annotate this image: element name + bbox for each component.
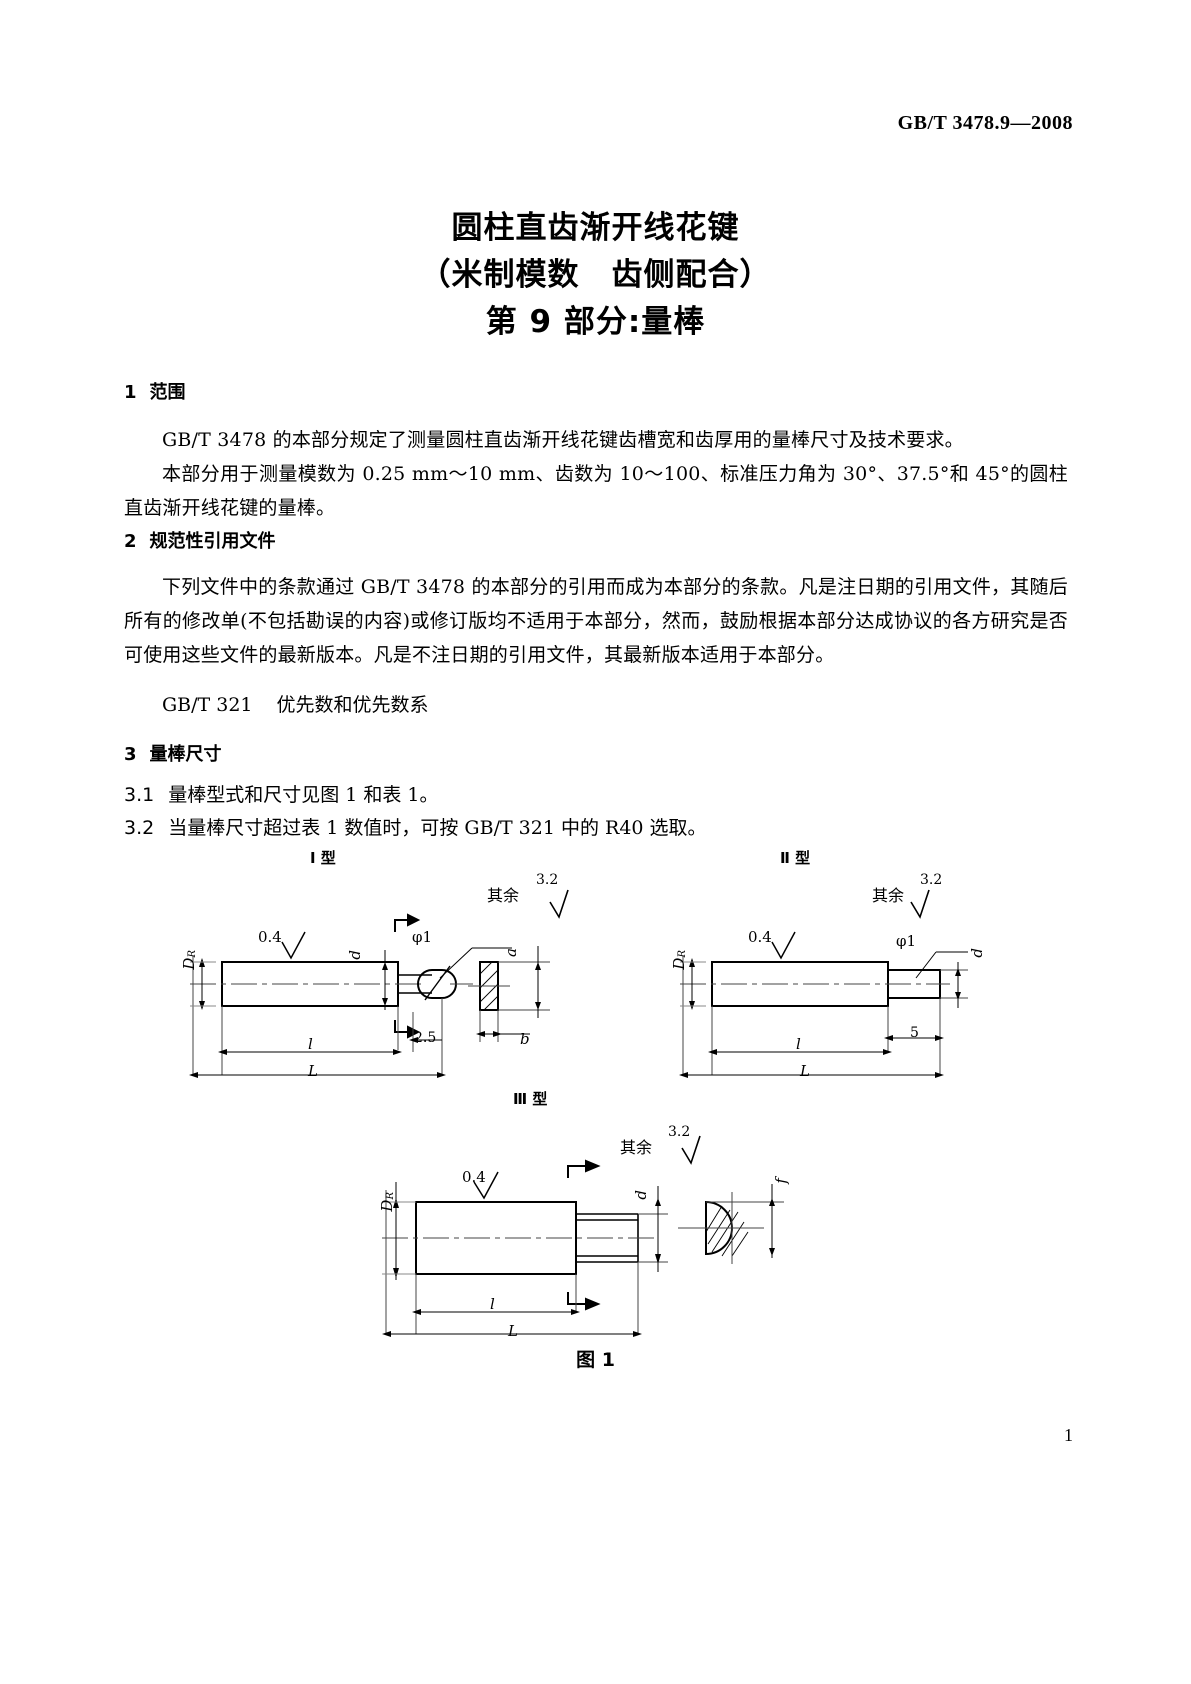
dim-label-DR-3: DR: [378, 1192, 396, 1212]
type-1-title: Ⅰ 型: [310, 849, 336, 867]
roughness-symbol-overall-3: [681, 1135, 701, 1165]
clause-3-number: 3: [124, 744, 137, 765]
dim-label-a-1: a: [502, 948, 520, 957]
sub-clause-3-1-text: 量棒型式和尺寸见图 1 和表 1。: [168, 784, 439, 806]
section-arrow-3-bottom: [567, 1292, 601, 1311]
dim-label-L-2: L: [800, 1062, 810, 1080]
dim-label-L-3: L: [508, 1322, 518, 1340]
dim-5-2: [884, 1035, 944, 1041]
section-arrow-1: [394, 913, 421, 932]
dim-label-b-1: b: [520, 1030, 530, 1048]
page-number: 1: [1064, 1425, 1073, 1445]
dim-d-3: [655, 1186, 661, 1272]
roughness-symbol-3: [473, 1171, 499, 1200]
dim-label-DR-1: DR: [180, 950, 198, 970]
roughness-overall-label-2: 其余: [872, 886, 905, 905]
roughness-symbol-2: [771, 931, 796, 960]
dim-d-1: [382, 950, 388, 1010]
title-line-1: 圆柱直齿渐开线花键: [451, 210, 740, 246]
dim-label-phi1-1: φ1: [412, 928, 433, 946]
dim-label-l-3: l: [490, 1295, 495, 1313]
roughness-overall-label-1: 其余: [487, 886, 520, 905]
clause-1-title: 范围: [149, 382, 186, 403]
dim-L-1: [189, 1072, 446, 1078]
type-2-drawing: [679, 889, 968, 1078]
normative-reference-item: GB/T 321 优先数和优先数系: [162, 690, 429, 717]
dim-l-3: [412, 1309, 580, 1315]
roughness-overall-value-2: 3.2: [920, 872, 943, 888]
type-3-section-view: [678, 1184, 784, 1264]
title-line-3: 第 9 部分:量棒: [485, 304, 706, 340]
type-2-title: Ⅱ 型: [780, 849, 811, 867]
roughness-symbol-overall-2: [910, 889, 930, 919]
dim-d-2: [955, 962, 961, 1008]
surface-finish-label-2: 0.4: [748, 928, 772, 946]
dim-label-l-1: l: [308, 1035, 313, 1053]
dim-label-d-2: d: [968, 948, 986, 958]
dim-L-3: [382, 1331, 642, 1337]
clause-3-heading: 3 量棒尺寸: [124, 740, 222, 766]
dim-label-d-3: d: [632, 1190, 650, 1200]
sub-clause-3-2: 3.2 当量棒尺寸超过表 1 数值时，可按 GB/T 321 中的 R40 选取。: [124, 811, 707, 845]
dim-label-l-2: l: [796, 1035, 801, 1053]
dim-DR-2: [680, 958, 706, 1010]
type-3-title: Ⅲ 型: [513, 1090, 548, 1108]
roughness-overall-label-3: 其余: [620, 1138, 653, 1157]
dim-a-1: [535, 946, 541, 1018]
clause-3-title: 量棒尺寸: [149, 744, 222, 765]
dim-l-1: [218, 1049, 402, 1055]
type-1-section-view: [468, 946, 550, 1042]
type-3-drawing: [382, 1135, 701, 1337]
dim-f-3: [769, 1184, 775, 1258]
roughness-overall-value-3: 3.2: [668, 1124, 691, 1140]
dim-label-DR-2: DR: [670, 950, 688, 970]
dim-DR-1: [190, 958, 216, 1010]
dim-label-2p5-1: 2.5: [414, 1030, 437, 1046]
dim-label-d-1: d: [346, 950, 364, 960]
scope-paragraph-2: 本部分用于测量模数为 0.25 mm～10 mm、齿数为 10～100、标准压力…: [124, 463, 1068, 519]
section-arrow-3-top: [567, 1159, 601, 1178]
dim-b-1: [476, 1031, 530, 1037]
normative-paragraph: 下列文件中的条款通过 GB/T 3478 的本部分的引用而成为本部分的条款。凡是…: [124, 576, 1068, 666]
reference-title: 优先数和优先数系: [276, 694, 429, 716]
clause-2-number: 2: [124, 531, 137, 552]
clause-1-heading: 1 范围: [124, 378, 186, 404]
roughness-overall-value-1: 3.2: [536, 872, 559, 888]
clause-2-heading: 2 规范性引用文件: [124, 527, 276, 553]
figure-1-drawings: Ⅰ 型: [0, 840, 1191, 1400]
dim-label-phi1-2: φ1: [896, 932, 917, 950]
surface-finish-label-1: 0.4: [258, 928, 282, 946]
dim-DR-3: [382, 1182, 416, 1280]
sub-clause-3-2-number: 3.2: [124, 817, 155, 839]
dim-2p5-1: [409, 1037, 442, 1043]
dim-l-2: [708, 1049, 892, 1055]
clause-1-number: 1: [124, 382, 137, 403]
figure-caption: 图 1: [576, 1349, 615, 1371]
clause-2-title: 规范性引用文件: [149, 531, 276, 552]
dim-label-L-1: L: [308, 1062, 318, 1080]
document-title: 圆柱直齿渐开线花键 （米制模数 齿侧配合） 第 9 部分:量棒: [0, 205, 1191, 346]
title-line-2: （米制模数 齿侧配合）: [419, 257, 772, 293]
scope-paragraph-1: GB/T 3478 的本部分规定了测量圆柱直齿渐开线花键齿槽宽和齿厚用的量棒尺寸…: [162, 429, 964, 451]
roughness-symbol-1: [281, 931, 306, 960]
reference-code: GB/T 321: [162, 694, 253, 716]
sub-clause-3-2-text: 当量棒尺寸超过表 1 数值时，可按 GB/T 321 中的 R40 选取。: [168, 817, 707, 839]
dim-label-f-3: f: [772, 1178, 790, 1184]
dim-label-5-2: 5: [910, 1025, 919, 1041]
surface-finish-label-3: 0.4: [462, 1168, 486, 1186]
type-1-drawing: [189, 889, 569, 1078]
sub-clause-3-1: 3.1 量棒型式和尺寸见图 1 和表 1。: [124, 778, 439, 812]
sub-clause-3-1-number: 3.1: [124, 784, 155, 806]
roughness-symbol-overall-1: [549, 889, 569, 919]
standard-number-header: GB/T 3478.9—2008: [897, 112, 1073, 134]
dim-L-2: [679, 1072, 944, 1078]
